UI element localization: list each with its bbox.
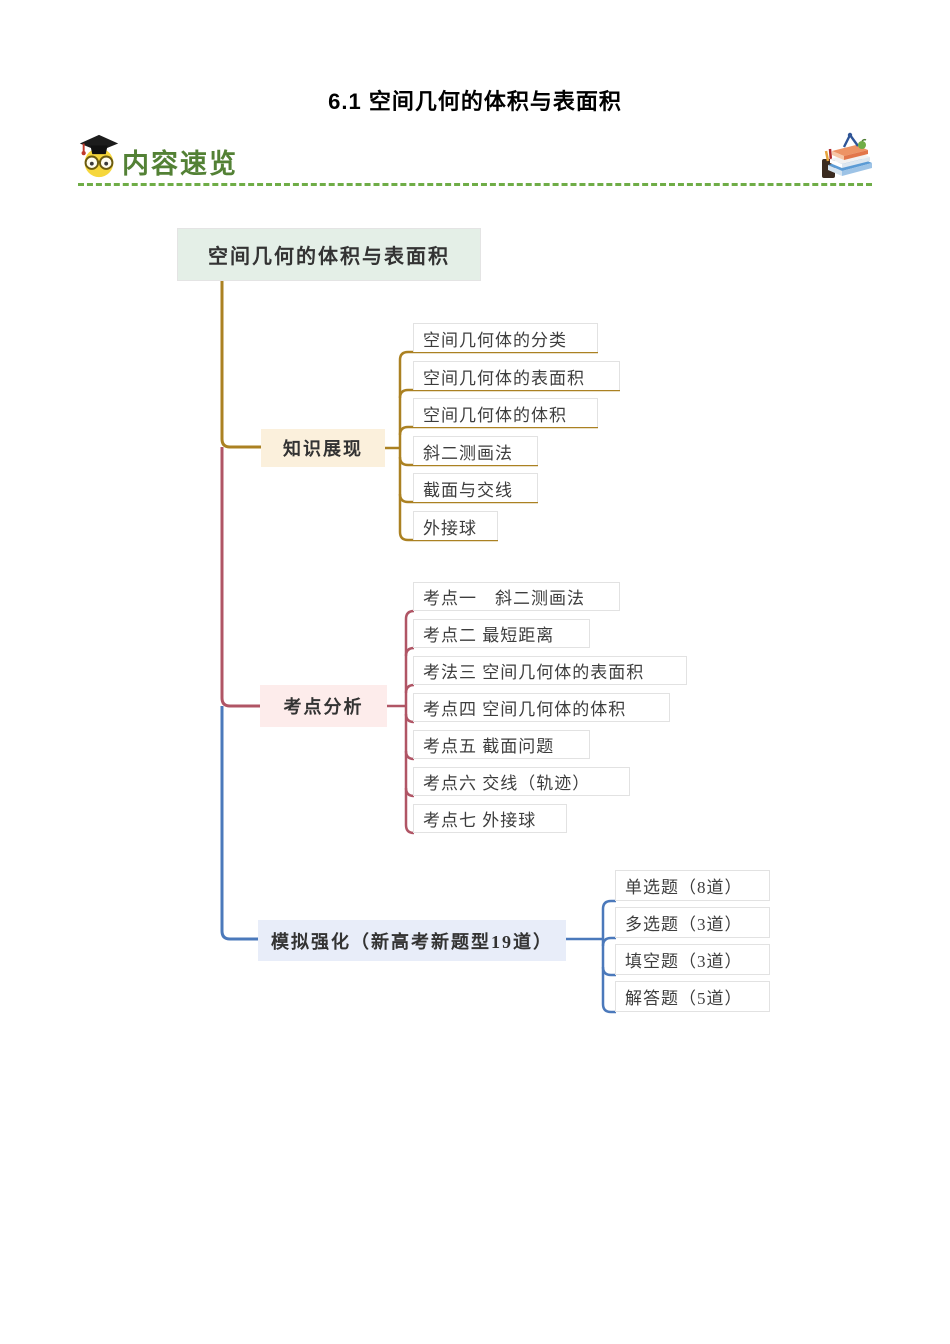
leaf-node: 多选题（3道） xyxy=(615,907,770,938)
banner-dashed-divider xyxy=(78,183,872,186)
leaf-node: 空间几何体的表面积 xyxy=(413,361,620,390)
leaf-node: 空间几何体的分类 xyxy=(413,323,598,352)
leaf-node: 单选题（8道） xyxy=(615,870,770,901)
leaf-node: 考法三 空间几何体的表面积 xyxy=(413,656,687,685)
banner-label: 内容速览 xyxy=(122,149,238,179)
leaf-node: 考点二 最短距离 xyxy=(413,619,590,648)
leaf-node: 考点五 截面问题 xyxy=(413,730,590,759)
leaf-node: 考点六 交线（轨迹） xyxy=(413,767,630,796)
branch-node-practice: 模拟强化（新高考新题型19道） xyxy=(258,920,566,961)
leaf-node: 空间几何体的体积 xyxy=(413,398,598,427)
leaf-node: 填空题（3道） xyxy=(615,944,770,975)
books-stack-icon xyxy=(822,132,872,178)
owl-graduate-icon xyxy=(79,134,119,178)
leaf-node: 解答题（5道） xyxy=(615,981,770,1012)
leaf-node: 考点七 外接球 xyxy=(413,804,567,833)
leaf-node: 外接球 xyxy=(413,511,498,540)
branch-node-knowledge: 知识展现 xyxy=(261,429,385,467)
practice-branch-lines xyxy=(566,899,616,1014)
page-title: 6.1 空间几何的体积与表面积 xyxy=(328,89,622,114)
leaf-node: 考点四 空间几何体的体积 xyxy=(413,693,670,722)
leaf-node: 斜二测画法 xyxy=(413,436,538,465)
exam-branch-lines xyxy=(387,609,415,835)
leaf-node: 考点一 斜二测画法 xyxy=(413,582,620,611)
mindmap-root-node: 空间几何的体积与表面积 xyxy=(177,228,481,281)
leaf-node: 截面与交线 xyxy=(413,473,538,502)
branch-node-exam-points: 考点分析 xyxy=(260,685,387,727)
